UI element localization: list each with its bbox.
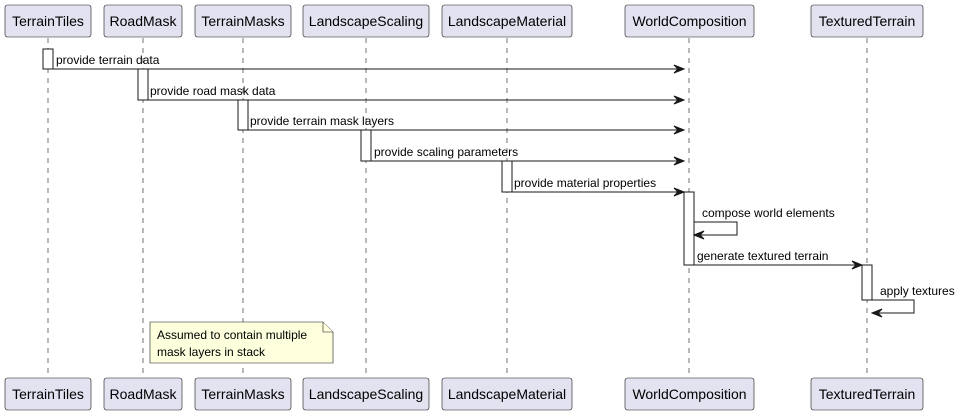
activation-terrain-tiles — [42, 48, 54, 70]
participant-label-world-composition-bottom: WorldComposition — [632, 386, 746, 402]
message-2-label: provide road mask data — [150, 84, 276, 98]
note-line-1: Assumed to contain multiple — [157, 328, 307, 342]
participant-label-landscape-material-bottom: LandscapeMaterial — [448, 386, 566, 402]
message-2-arrowhead — [673, 95, 686, 105]
participant-box-textured-terrain-top — [810, 4, 924, 38]
participant-box-terrain-masks-bottom — [194, 377, 292, 411]
lifelines — [47, 38, 868, 378]
participant-label-world-composition-top: WorldComposition — [632, 13, 746, 29]
participant-boxes: TerrainTilesTerrainTilesRoadMaskRoadMask… — [4, 4, 924, 411]
message-6-arrowhead — [692, 230, 705, 240]
message-3-arrowhead — [673, 125, 686, 135]
participant-box-textured-terrain-bottom — [810, 377, 924, 411]
participant-box-landscape-material-top — [441, 4, 573, 38]
participant-box-landscape-scaling-bottom — [302, 377, 430, 411]
activation-textured-terrain — [861, 264, 873, 301]
participant-label-landscape-scaling-top: LandscapeScaling — [309, 13, 423, 29]
participant-label-terrain-tiles-bottom: TerrainTiles — [12, 386, 84, 402]
participant-label-textured-terrain-top: TexturedTerrain — [819, 13, 916, 29]
participant-label-road-mask-bottom: RoadMask — [110, 386, 178, 402]
message-7-label: generate textured terrain — [697, 249, 828, 263]
note-box — [149, 321, 334, 364]
participant-box-world-composition-bottom — [624, 377, 755, 411]
participant-box-terrain-masks-top — [194, 4, 292, 38]
message-4-arrowhead — [673, 156, 686, 166]
participant-box-road-mask-top — [103, 4, 183, 38]
participant-box-road-mask-bottom — [103, 377, 183, 411]
participant-box-world-composition-top — [624, 4, 755, 38]
message-3-label: provide terrain mask layers — [250, 114, 394, 128]
activation-road-mask — [137, 68, 149, 101]
activation-world-composition — [683, 191, 695, 266]
message-6-label: compose world elements — [702, 206, 835, 220]
note: Assumed to contain multiple mask layers … — [149, 321, 334, 364]
participant-label-terrain-masks-top: TerrainMasks — [201, 13, 284, 29]
message-1-arrowhead — [673, 64, 686, 74]
participant-label-road-mask-top: RoadMask — [110, 13, 178, 29]
activation-landscape-scaling — [360, 129, 372, 162]
participant-label-landscape-material-top: LandscapeMaterial — [448, 13, 566, 29]
participant-box-landscape-material-bottom — [441, 377, 573, 411]
message-6-line — [694, 221, 738, 236]
message-8-arrowhead — [870, 308, 883, 318]
message-5-arrowhead — [673, 187, 686, 197]
participant-box-terrain-tiles-top — [4, 4, 92, 38]
message-7-arrowhead — [851, 260, 864, 270]
messages: provide terrain data provide road mask da… — [53, 53, 955, 318]
message-5-label: provide material properties — [514, 176, 656, 190]
participant-label-textured-terrain-bottom: TexturedTerrain — [819, 386, 916, 402]
message-1-label: provide terrain data — [56, 53, 160, 67]
message-4-label: provide scaling parameters — [374, 145, 518, 159]
participant-label-landscape-scaling-bottom: LandscapeScaling — [309, 386, 423, 402]
note-fold — [322, 322, 333, 333]
message-8-line — [872, 299, 915, 314]
note-line-2: mask layers in stack — [157, 345, 266, 359]
participant-box-terrain-tiles-bottom — [4, 377, 92, 411]
activation-landscape-material — [501, 160, 513, 193]
participant-label-terrain-masks-bottom: TerrainMasks — [201, 386, 284, 402]
message-8-label: apply textures — [880, 284, 955, 298]
participant-box-landscape-scaling-top — [302, 4, 430, 38]
activation-terrain-masks — [237, 99, 249, 131]
participant-label-terrain-tiles-top: TerrainTiles — [12, 13, 84, 29]
